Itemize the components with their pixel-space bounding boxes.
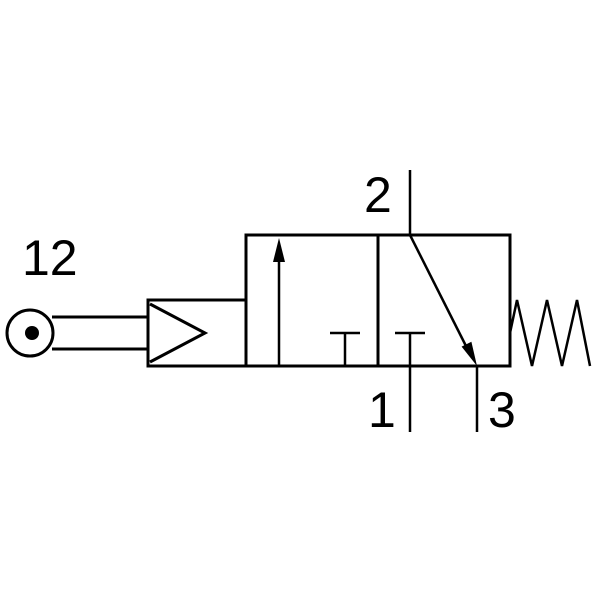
- port-label-3: 3: [488, 382, 516, 438]
- right-position: [395, 234, 477, 366]
- port-label-12: 12: [22, 230, 78, 286]
- actuator-housing: [146, 298, 246, 368]
- roller-actuator: [5, 308, 148, 358]
- roller-pin: [25, 326, 39, 340]
- port-label-1: 1: [368, 382, 396, 438]
- valve-envelope-left: [244, 233, 380, 368]
- flow-arrow-up-icon: [273, 238, 285, 262]
- flow-path-diagonal: [408, 234, 470, 351]
- port-lines: [408, 170, 479, 432]
- spring-return-icon: [508, 299, 592, 367]
- actuator-triangle-icon: [149, 302, 209, 364]
- valve-envelope-right: [376, 233, 512, 368]
- left-position: [273, 238, 360, 366]
- valve-body: [244, 233, 512, 368]
- actuator-box: [146, 298, 246, 368]
- flow-arrow-diagonal-icon: [461, 341, 477, 366]
- port-label-2: 2: [364, 167, 392, 223]
- roller-wheel: [5, 308, 55, 358]
